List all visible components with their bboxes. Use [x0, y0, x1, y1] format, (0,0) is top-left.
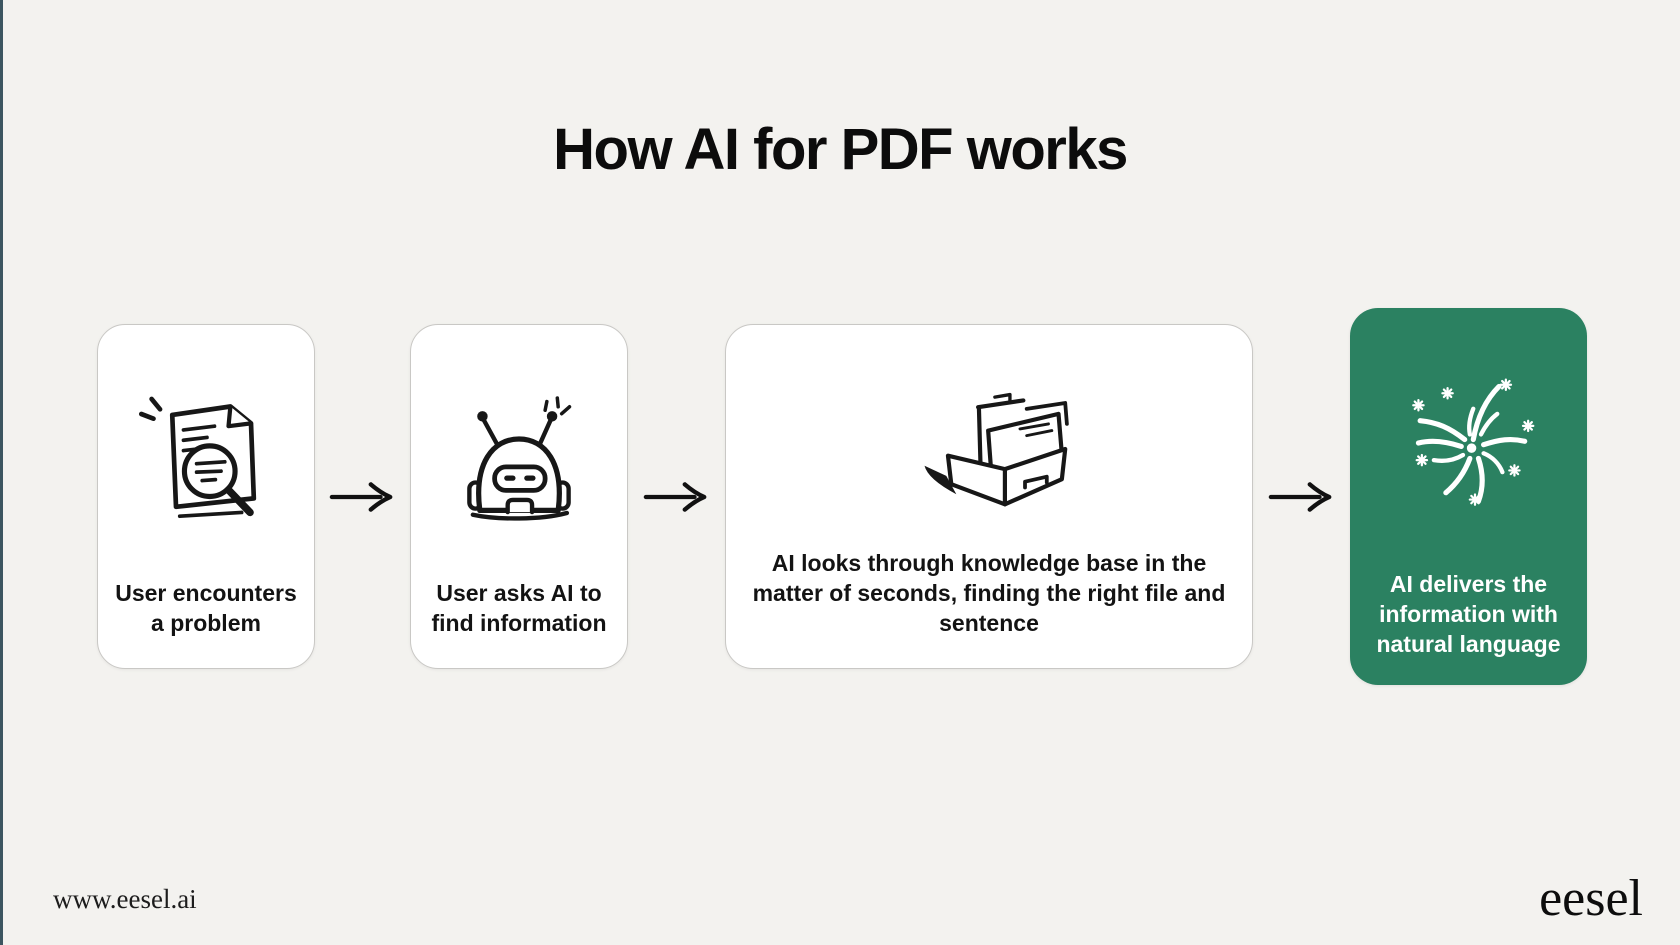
step-card-user-problem: User encounters a problem — [97, 324, 315, 669]
left-edge-accent — [0, 0, 3, 945]
arrow-right-icon — [1268, 481, 1331, 512]
robot-icon — [411, 325, 627, 578]
document-search-icon — [98, 325, 314, 578]
result-label: AI delivers the information with natural… — [1376, 571, 1561, 657]
fireworks-icon — [1350, 308, 1587, 569]
flow-connector — [1253, 308, 1350, 685]
step-card-knowledge-base: AI looks through knowledge base in the m… — [725, 324, 1253, 669]
knowledge-base-box-icon — [726, 325, 1252, 548]
brand-logo: eesel — [1539, 870, 1643, 927]
result-card-ai-delivers: AI delivers the information with natural… — [1350, 308, 1587, 685]
website-url: www.eesel.ai — [53, 884, 197, 914]
arrow-right-icon — [329, 481, 392, 512]
flow-diagram: User encounters a problem — [97, 308, 1587, 685]
page-title: How AI for PDF works — [553, 117, 1128, 182]
step-card-user-asks-ai: User asks AI to find information — [410, 324, 628, 669]
flow-connector — [315, 308, 410, 685]
step-label: User encounters a problem — [115, 580, 297, 636]
step-label: User asks AI to find information — [431, 580, 607, 636]
flow-connector — [628, 308, 725, 685]
step-label: AI looks through knowledge base in the m… — [752, 550, 1226, 636]
arrow-right-icon — [643, 481, 706, 512]
